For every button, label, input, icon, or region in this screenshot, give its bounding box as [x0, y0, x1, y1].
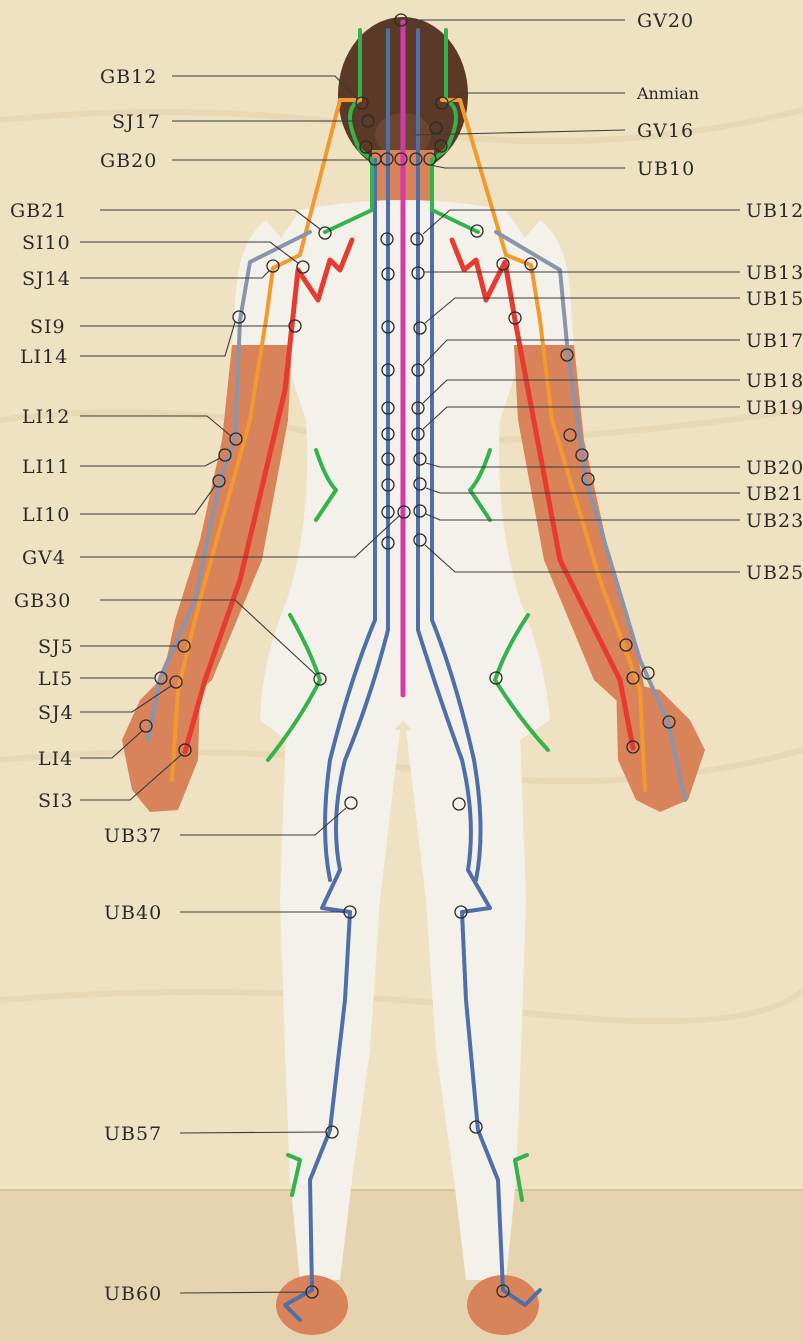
label-si10: SI10 [22, 232, 71, 254]
label-ub10: UB10 [637, 158, 695, 180]
label-ub57: UB57 [104, 1123, 162, 1145]
label-ub40: UB40 [104, 902, 162, 924]
label-ub19: UB19 [746, 397, 803, 419]
label-sj17: SJ17 [112, 111, 161, 133]
label-li14: LI14 [20, 346, 68, 368]
label-li5: LI5 [38, 668, 73, 690]
label-ub12: UB12 [746, 200, 803, 222]
label-si3: SI3 [38, 790, 74, 812]
label-li10: LI10 [22, 504, 70, 526]
label-li4: LI4 [38, 748, 73, 770]
label-gb20: GB20 [100, 150, 157, 172]
label-li11: LI11 [22, 456, 70, 478]
label-ub21: UB21 [746, 483, 803, 505]
label-ub60: UB60 [104, 1283, 162, 1305]
label-sj4: SJ4 [38, 702, 74, 724]
label-ub23: UB23 [746, 510, 803, 532]
label-gv4: GV4 [22, 547, 66, 569]
label-ub13: UB13 [746, 262, 803, 284]
floor [0, 1190, 803, 1342]
label-gv20: GV20 [637, 10, 694, 32]
label-anmian: Anmian [636, 84, 699, 103]
label-gb12: GB12 [100, 66, 157, 88]
label-sj14: SJ14 [22, 268, 71, 290]
label-ub18: UB18 [746, 370, 803, 392]
label-gb21: GB21 [10, 200, 67, 222]
label-si9: SI9 [30, 316, 66, 338]
label-ub15: UB15 [746, 288, 803, 310]
label-ub25: UB25 [746, 562, 803, 584]
label-ub37: UB37 [104, 825, 162, 847]
label-gb30: GB30 [14, 590, 71, 612]
label-gv16: GV16 [637, 120, 694, 142]
label-li12: LI12 [22, 406, 70, 428]
label-ub20: UB20 [746, 457, 803, 479]
label-ub17: UB17 [746, 330, 803, 352]
label-sj5: SJ5 [38, 636, 74, 658]
